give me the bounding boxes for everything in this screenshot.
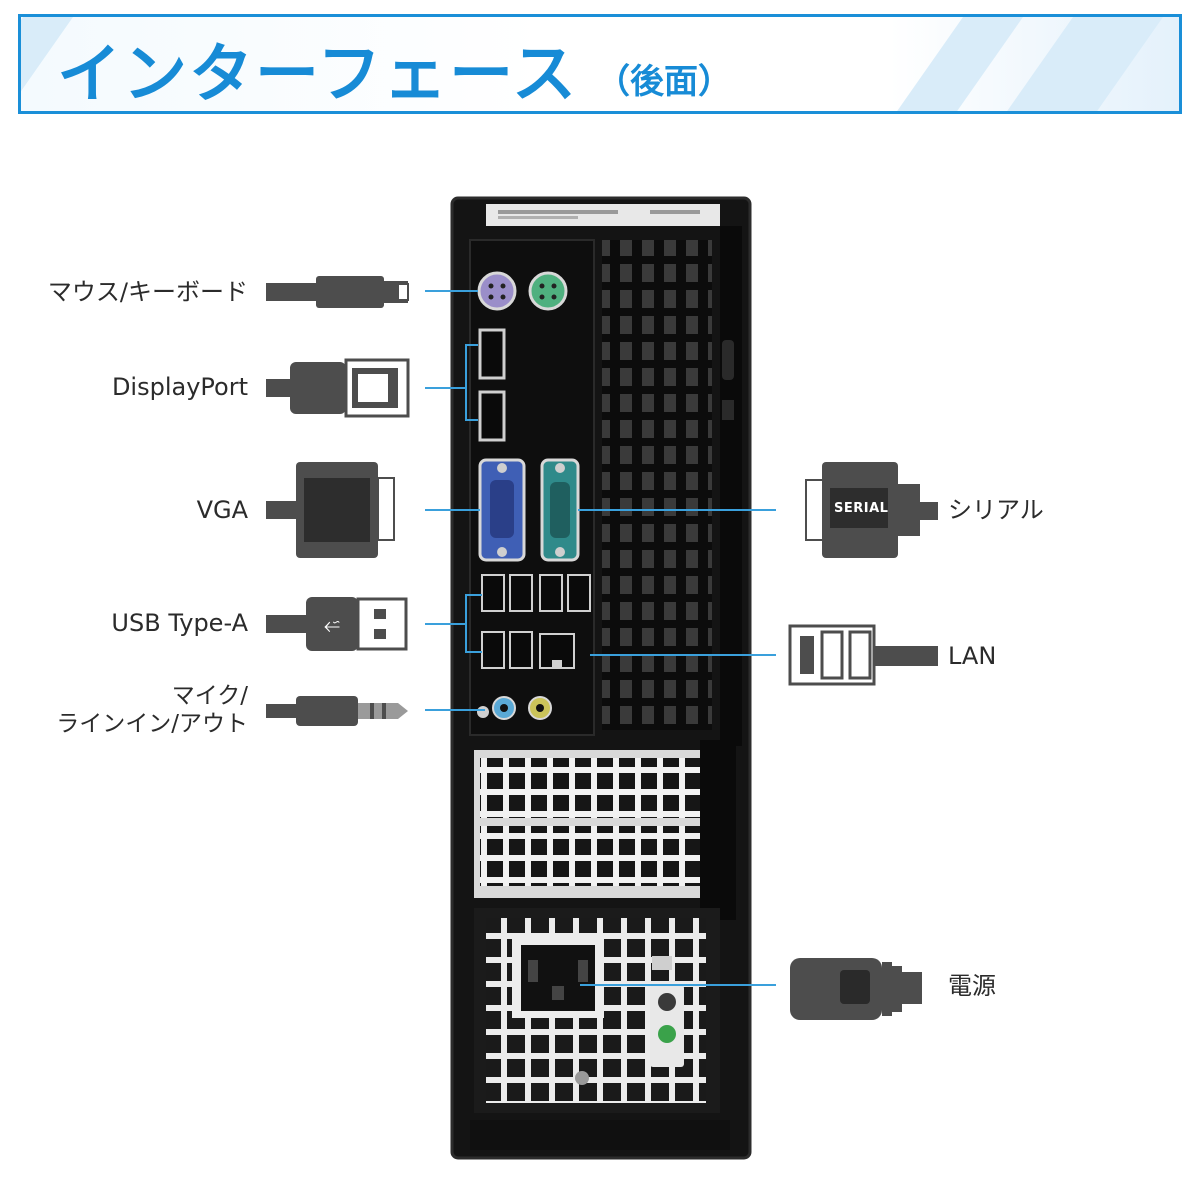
label-mic-line-line1: マイク/ <box>171 683 248 709</box>
label-lan: LAN <box>948 642 997 670</box>
vga-serial-ports <box>478 458 580 562</box>
pc-case <box>450 196 752 1160</box>
label-power: 電源 <box>948 972 996 1000</box>
svg-text:⭁: ⭁ <box>324 613 340 637</box>
ps2-ports <box>477 271 568 311</box>
label-usb-type-a: USB Type-A <box>111 609 248 637</box>
leader-lines <box>425 290 776 986</box>
displayport-ports <box>478 328 506 442</box>
label-mouse-keyboard: マウス/キーボード <box>47 278 248 306</box>
lan-cable-icon <box>788 624 938 686</box>
label-vga: VGA <box>196 496 248 524</box>
serial-cable-icon <box>805 462 938 558</box>
label-mic-line-line2: ラインイン/アウト <box>56 711 248 737</box>
label-displayport: DisplayPort <box>111 373 248 401</box>
ps2-keyboard-port <box>528 271 568 311</box>
label-serial: シリアル <box>948 496 1044 524</box>
ps2-mouse-port <box>477 271 517 311</box>
ps2-cable-icon <box>266 276 409 308</box>
vga-cable-icon <box>266 462 395 558</box>
header-banner: インターフェース （後面） <box>18 14 1182 114</box>
audio-cable-icon <box>266 696 408 726</box>
serial-connector-text: SERIAL <box>834 501 889 516</box>
power-cable-icon <box>790 958 922 1020</box>
displayport-cable-icon <box>266 358 410 418</box>
usb-ports <box>481 574 591 669</box>
page-subtitle: （後面） <box>596 62 732 102</box>
page-title: インターフェース <box>57 38 578 112</box>
usb-cable-icon: ⭁ <box>266 597 408 651</box>
serial-label-sticker <box>486 204 720 226</box>
side-vent-grille <box>602 240 712 730</box>
